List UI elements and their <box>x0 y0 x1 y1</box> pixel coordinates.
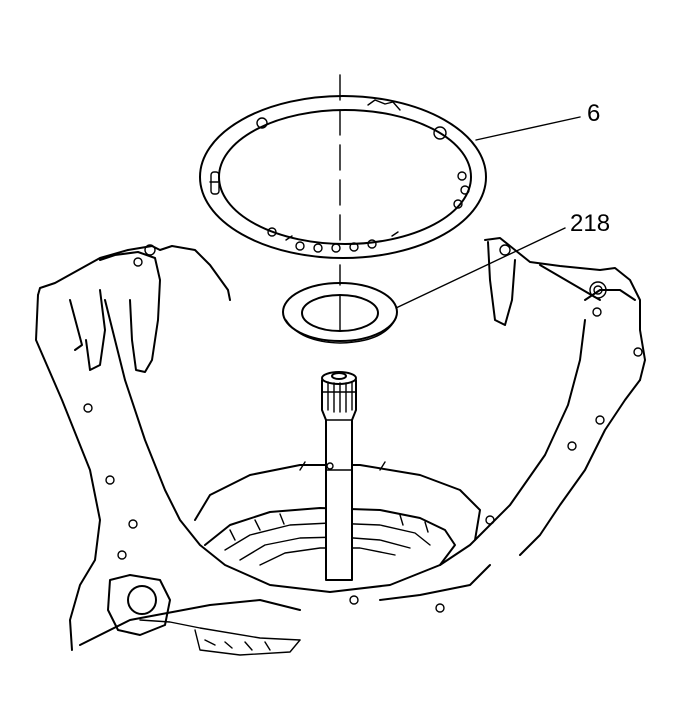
gasket-part-6 <box>199 95 487 259</box>
leader-line-218 <box>395 227 566 309</box>
leader-line-6 <box>475 116 581 141</box>
transmission-case <box>35 237 646 656</box>
clutch-drum-assembly <box>194 459 481 566</box>
input-shaft <box>321 371 357 581</box>
callout-label-6: 6 <box>587 100 601 127</box>
thrust-washer-part-218 <box>282 282 398 344</box>
callout-label-218: 218 <box>570 210 611 237</box>
callout-leaders <box>395 116 581 309</box>
